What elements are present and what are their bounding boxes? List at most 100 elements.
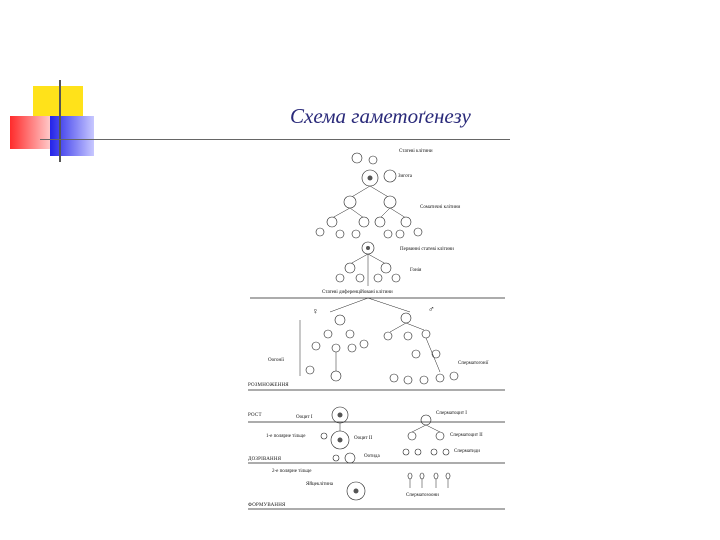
- cell: [400, 216, 412, 228]
- formation-section: 2-е полярне тільце Яйцеклітина Сперматоз…: [248, 469, 451, 508]
- branch: [405, 322, 425, 331]
- growth-section: РОСТ Ооцит I Сперматоцит I: [248, 406, 467, 426]
- branch: [349, 185, 371, 199]
- deco-red-square: [10, 116, 52, 149]
- gametogenesis-scheme: Статеві клітини Зигота Соматичні клітини…: [248, 149, 505, 510]
- label-undiff: Статеві диференційовані клітини: [322, 290, 393, 295]
- cell: [395, 229, 405, 239]
- branch: [425, 424, 441, 433]
- cell: [368, 155, 378, 165]
- cell: [315, 227, 325, 237]
- label-primary-germ-cells: Первинні статеві клітини: [400, 247, 454, 252]
- cell: [403, 375, 413, 385]
- cell: [421, 329, 431, 339]
- cell-spermatocyte1: [420, 414, 432, 426]
- cell: [331, 343, 341, 353]
- cell: [383, 195, 397, 209]
- label-oogonia: Оогонії: [268, 358, 285, 363]
- male-symbol: ♂: [428, 304, 435, 314]
- cell: [391, 273, 401, 283]
- label-polar-body2: 2-е полярне тільце: [272, 469, 312, 474]
- cell: [400, 312, 412, 324]
- cell-polar-body: [320, 432, 328, 440]
- cell: [334, 314, 346, 326]
- reproduction-section: ♀ ♂ Оогонії Сперматогонії РОЗМНОЖЕННЯ: [248, 297, 489, 388]
- cell: [383, 229, 393, 239]
- deco-vertical-line: [59, 80, 61, 162]
- cell-spermatid: [442, 448, 450, 456]
- cell-nucleus: [366, 246, 370, 250]
- label-spermatozoa: Сперматозоони: [406, 493, 439, 498]
- cell-spermatid: [402, 448, 410, 456]
- cell: [323, 329, 333, 339]
- cell: [330, 370, 342, 382]
- label-spermatogonia: Сперматогонії: [458, 361, 489, 366]
- label-gonad: Гонія: [410, 268, 422, 273]
- cell: [345, 329, 355, 339]
- cell: [383, 331, 393, 341]
- stage-formation: ФОРМУВАННЯ: [248, 503, 286, 508]
- cell: [326, 216, 338, 228]
- label-oocyte1: Ооцит I: [296, 415, 313, 420]
- cell: [449, 371, 459, 381]
- cell: [431, 349, 441, 359]
- cell-spermatocyte2: [407, 431, 417, 441]
- branch: [369, 185, 391, 199]
- branch: [349, 253, 369, 265]
- cell: [389, 373, 399, 383]
- cell: [343, 195, 357, 209]
- cell: [419, 375, 429, 385]
- cell: [411, 349, 421, 359]
- branch: [367, 297, 411, 313]
- cell-polar-body: [332, 454, 340, 462]
- branch: [379, 207, 391, 219]
- branch: [329, 297, 369, 313]
- cell-nucleus: [337, 412, 343, 418]
- maturation-section: 1-е полярне тільце Ооцит II Оотида Сперм…: [248, 423, 483, 464]
- cell: [355, 273, 365, 283]
- branch: [411, 424, 427, 433]
- cell: [374, 216, 386, 228]
- stage-growth: РОСТ: [248, 413, 262, 418]
- cell: [380, 262, 392, 274]
- label-zygote: Зигота: [398, 174, 413, 179]
- cell-spermatocyte2: [435, 431, 445, 441]
- slide-title: Схема гаметоґенезу: [290, 104, 471, 128]
- cell: [403, 331, 413, 341]
- label-primary-germ: Статеві клітини: [399, 149, 433, 154]
- label-blastomeres: Соматичні клітини: [420, 205, 461, 210]
- cell-nucleus: [337, 437, 343, 443]
- cell: [358, 216, 370, 228]
- label-egg: Яйцеклітина: [306, 482, 334, 487]
- female-symbol: ♀: [312, 306, 319, 316]
- cell: [347, 343, 357, 353]
- stage-reproduction: РОЗМНОЖЕННЯ: [248, 383, 289, 388]
- deco-blue-square: [50, 116, 94, 156]
- cell: [311, 341, 321, 351]
- label-polar-body1: 1-е полярне тільце: [266, 434, 306, 439]
- cell-spermatozoon: [419, 472, 425, 480]
- label-ootid: Оотида: [364, 454, 380, 459]
- cell: [435, 373, 445, 383]
- branch: [367, 253, 387, 265]
- cell: [351, 229, 361, 239]
- stage-maturation: ДОЗРІВАННЯ: [248, 457, 282, 462]
- cell-spermatid: [414, 448, 422, 456]
- cell: [383, 169, 397, 183]
- cell: [335, 229, 345, 239]
- upper-tree: Статеві клітини Зигота Соматичні клітини…: [315, 149, 461, 295]
- cell: [305, 365, 315, 375]
- cell: [344, 262, 356, 274]
- cell: [359, 339, 369, 349]
- branch: [331, 207, 351, 219]
- cell: [373, 273, 383, 283]
- branch: [425, 337, 441, 373]
- label-spermatids: Сперматиди: [454, 449, 480, 454]
- label-spermatocyte1: Сперматоцит I: [436, 411, 467, 416]
- cell-nucleus: [353, 488, 359, 494]
- cell: [335, 273, 345, 283]
- cell-spermatozoon: [407, 472, 413, 480]
- cell-spermatozoon: [433, 472, 439, 480]
- cell-spermatid: [430, 448, 438, 456]
- branch: [349, 207, 365, 219]
